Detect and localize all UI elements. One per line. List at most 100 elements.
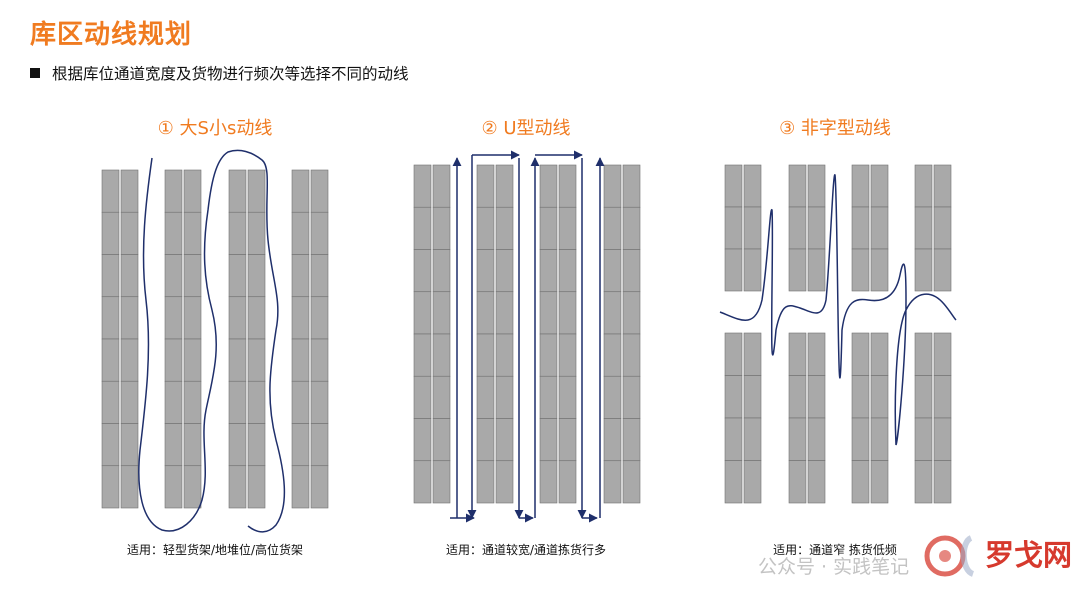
rack-cell (851, 206, 870, 250)
rack-cell (120, 169, 139, 213)
rack-layout-s-route (101, 169, 329, 509)
rack-cell (539, 249, 558, 293)
rack-cell (743, 417, 762, 461)
rack-cell (476, 164, 495, 208)
rack-cell (743, 206, 762, 250)
rack-cell (164, 169, 183, 213)
rack-cell (558, 164, 577, 208)
rack-cell (291, 465, 310, 509)
panel-title-s-route: ① 大S小s动线 (157, 118, 273, 139)
panel-caption-s-route: 适用：轻型货架/地堆位/高位货架 (126, 543, 304, 557)
rack-layout-u-route (413, 164, 641, 504)
rack-cell (476, 418, 495, 462)
rack-cell (228, 254, 247, 298)
rack-cell (933, 375, 952, 419)
rack-cell (622, 249, 641, 293)
rack-cell (807, 460, 826, 504)
rack-cell (291, 296, 310, 340)
rack-cell (807, 248, 826, 292)
rack-cell (603, 333, 622, 377)
rack-cell (807, 206, 826, 250)
rack-cell (724, 460, 743, 504)
rack-cell (101, 380, 120, 424)
rack-cell (870, 332, 889, 376)
rack-cell (247, 169, 266, 213)
rack-cell (101, 465, 120, 509)
rack-cell (476, 206, 495, 250)
rack-cell (120, 338, 139, 382)
rack-cell (164, 211, 183, 255)
rack-cell (788, 460, 807, 504)
rack-cell (183, 211, 202, 255)
rack-cell (101, 296, 120, 340)
rack-cell (476, 291, 495, 335)
rack-cell (101, 211, 120, 255)
rack-cell (788, 332, 807, 376)
rack-cell (310, 211, 329, 255)
panel-caption-fei-route: 适用：通道窄 拣货低频 (773, 543, 897, 557)
rack-cell (870, 417, 889, 461)
rack-cell (183, 380, 202, 424)
rack-cell (558, 333, 577, 377)
watermark-text: 公众号 · 实践笔记 (758, 556, 910, 578)
rack-cell (228, 423, 247, 467)
rack-cell (164, 465, 183, 509)
rack-cell (558, 418, 577, 462)
rack-cell (807, 332, 826, 376)
fei-route-path (719, 174, 957, 446)
rack-cell (788, 417, 807, 461)
rack-cell (413, 418, 432, 462)
bullet-text: 根据库位通道宽度及货物进行频次等选择不同的动线 (52, 65, 409, 83)
rack-cell (870, 375, 889, 419)
rack-cell (164, 254, 183, 298)
rack-cell (228, 296, 247, 340)
rack-cell (432, 418, 451, 462)
logo-text: 罗戈网 (985, 538, 1073, 572)
rack-cell (914, 460, 933, 504)
rack-cell (495, 249, 514, 293)
rack-cell (724, 206, 743, 250)
rack-cell (413, 164, 432, 208)
rack-cell (603, 418, 622, 462)
rack-cell (432, 206, 451, 250)
page-title: 库区动线规划 (30, 20, 193, 50)
rack-cell (413, 291, 432, 335)
rack-cell (933, 164, 952, 208)
rack-cell (476, 249, 495, 293)
rack-cell (807, 417, 826, 461)
rack-cell (476, 460, 495, 504)
rack-cell (228, 380, 247, 424)
rack-cell (413, 333, 432, 377)
rack-cell (558, 460, 577, 504)
rack-cell (101, 254, 120, 298)
rack-layout-fei-route (724, 164, 952, 504)
rack-cell (743, 375, 762, 419)
rack-cell (914, 164, 933, 208)
rack-cell (788, 375, 807, 419)
rack-cell (724, 248, 743, 292)
rack-cell (788, 206, 807, 250)
rack-cell (558, 206, 577, 250)
rack-cell (495, 375, 514, 419)
rack-cell (743, 248, 762, 292)
rack-cell (120, 380, 139, 424)
rack-cell (164, 296, 183, 340)
rack-cell (164, 380, 183, 424)
rack-cell (851, 164, 870, 208)
rack-cell (291, 380, 310, 424)
rack-cell (310, 380, 329, 424)
rack-cell (870, 460, 889, 504)
rack-cell (724, 332, 743, 376)
rack-cell (807, 164, 826, 208)
rack-cell (495, 460, 514, 504)
rack-cell (788, 248, 807, 292)
rack-cell (310, 423, 329, 467)
rack-cell (228, 465, 247, 509)
rack-cell (310, 338, 329, 382)
rack-cell (101, 423, 120, 467)
panel-title-fei-route: ③ 非字型动线 (779, 118, 891, 139)
rack-cell (476, 333, 495, 377)
rack-cell (310, 254, 329, 298)
rack-cell (539, 291, 558, 335)
